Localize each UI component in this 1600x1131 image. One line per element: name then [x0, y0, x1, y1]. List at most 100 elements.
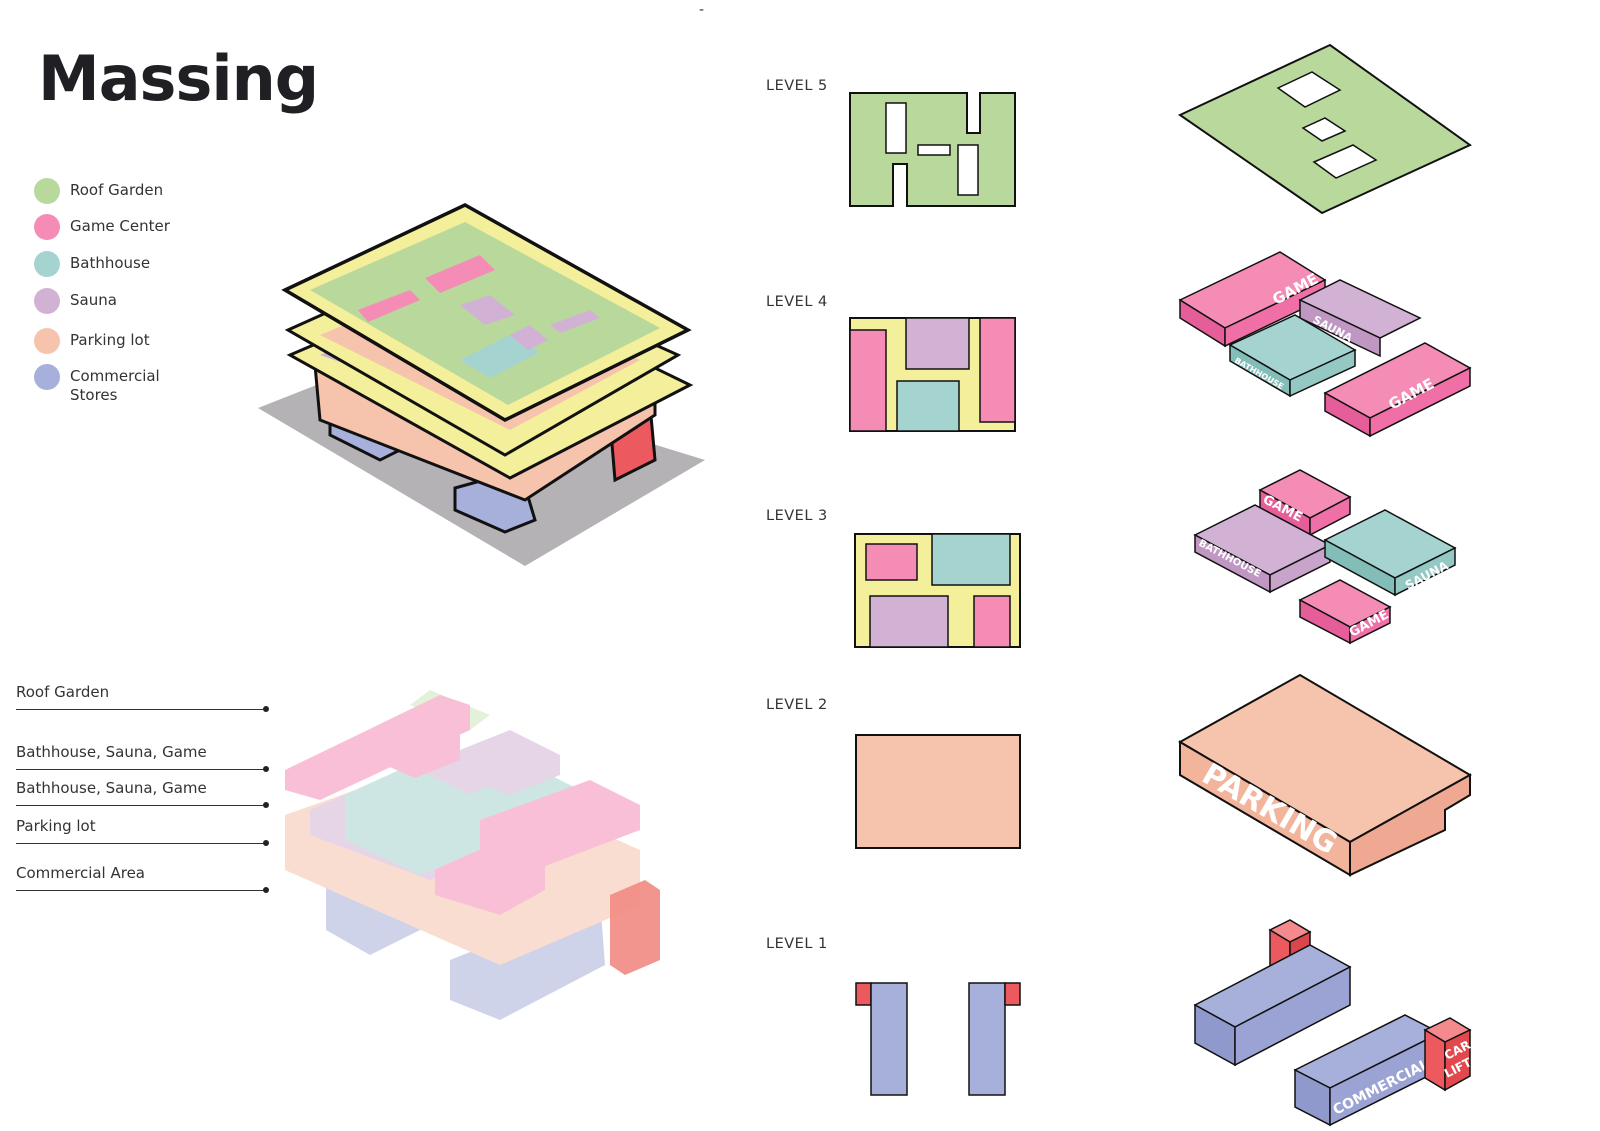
game-center-swatch: [34, 214, 60, 240]
bathhouse-opening: [460, 335, 540, 378]
leader-line: [16, 769, 266, 770]
game-volume: [435, 845, 545, 915]
leader-dot: [263, 706, 269, 712]
game-block: GAME: [1323, 342, 1472, 438]
block-front: [1349, 605, 1391, 645]
legend-item-roof-garden: Roof Garden: [34, 178, 190, 204]
legend-item-parking-lot: Parking lot: [34, 328, 190, 354]
game-plan: [973, 595, 1011, 648]
game-plan: [865, 543, 918, 581]
commercial-stores-swatch: [34, 364, 60, 390]
top-mark: -: [699, 2, 705, 18]
sauna-opening: [460, 295, 515, 325]
sauna-plan: [905, 317, 970, 370]
bathhouse-plan: [896, 380, 960, 432]
void-opening: [885, 102, 907, 154]
legend-label: Bathhouse: [70, 254, 151, 272]
void-opening: [957, 144, 979, 196]
stack-label-level-3: Bathhouse, Sauna, Game: [16, 779, 207, 797]
commercial-block: COMMERCIAL: [1293, 1014, 1442, 1127]
commercial-plan: [870, 982, 908, 1096]
legend-item-sauna: Sauna: [34, 288, 190, 314]
legend-label: Parking lot: [70, 331, 150, 349]
game-opening: [358, 290, 420, 322]
sauna-plan: [869, 595, 949, 648]
game-opening: [425, 255, 495, 293]
bathhouse-swatch: [34, 251, 60, 277]
void-opening: [1312, 144, 1378, 179]
stack-label-parking-lot: Parking lot: [16, 817, 96, 835]
sauna-opening: [510, 325, 548, 350]
page-title: Massing: [38, 42, 319, 115]
bathhouse-plan: [931, 533, 1011, 586]
leader-dot: [263, 766, 269, 772]
stack-label-commercial-area: Commercial Area: [16, 864, 146, 882]
sauna-opening: [550, 310, 600, 333]
leader-line: [16, 709, 266, 710]
legend-label: Game Center: [70, 217, 170, 235]
car-lift-plan: [1004, 982, 1021, 1006]
legend-item-commercial-stores: Commercial Stores: [34, 364, 190, 405]
block-front: [1269, 543, 1331, 594]
block-front: [1289, 348, 1356, 398]
car-lift-volume: [610, 880, 660, 975]
block-front: [1394, 546, 1456, 597]
stack-label-level-4: Bathhouse, Sauna, Game: [16, 743, 207, 761]
level-5-label: LEVEL 5: [766, 78, 828, 94]
bathhouse-block: BATHHOUSE: [1193, 504, 1332, 594]
block-front: [1369, 366, 1471, 438]
leader-dot: [263, 887, 269, 893]
legend-item-bathhouse: Bathhouse: [34, 251, 190, 277]
leader-dot: [263, 840, 269, 846]
void-opening: [1276, 71, 1342, 108]
void-opening: [1301, 117, 1347, 142]
parking-lot-swatch: [34, 328, 60, 354]
parking-side: [1349, 773, 1471, 877]
void-opening: [917, 144, 951, 156]
commercial-block: [1193, 944, 1352, 1067]
legend-label: Commercial Stores: [70, 367, 160, 404]
game-block: GAME: [1258, 469, 1352, 537]
car-lift-block: CAR LIFT: [1423, 1017, 1474, 1092]
leader-line: [16, 890, 266, 891]
roof-garden-swatch: [34, 178, 60, 204]
leader-line: [16, 843, 266, 844]
stack-label-roof-garden: Roof Garden: [16, 683, 110, 701]
level-1-label: LEVEL 1: [766, 936, 828, 952]
commercial-plan: [968, 982, 1006, 1096]
sauna-block: SAUNA: [1298, 279, 1422, 358]
legend-label: Sauna: [70, 291, 117, 309]
game-plan: [979, 317, 1016, 423]
level-3-label: LEVEL 3: [766, 508, 828, 524]
block-side: [1299, 298, 1381, 358]
legend-item-game-center: Game Center: [34, 214, 190, 240]
sauna-volume: [460, 730, 560, 795]
game-volume: [385, 725, 460, 778]
leader-line: [16, 805, 266, 806]
legend-label: Roof Garden: [70, 181, 164, 199]
leader-dot: [263, 802, 269, 808]
game-volume: [285, 695, 470, 800]
game-block: GAME: [1298, 579, 1392, 645]
level-4-label: LEVEL 4: [766, 294, 828, 310]
block-front: [1309, 495, 1351, 537]
level-2-label: LEVEL 2: [766, 697, 828, 713]
bathhouse-volume: [345, 765, 490, 875]
game-volume: [480, 780, 640, 870]
block-front: [1234, 965, 1351, 1067]
block-side: [1444, 1028, 1471, 1092]
game-plan: [849, 329, 887, 432]
parking-plan: [855, 734, 1021, 849]
